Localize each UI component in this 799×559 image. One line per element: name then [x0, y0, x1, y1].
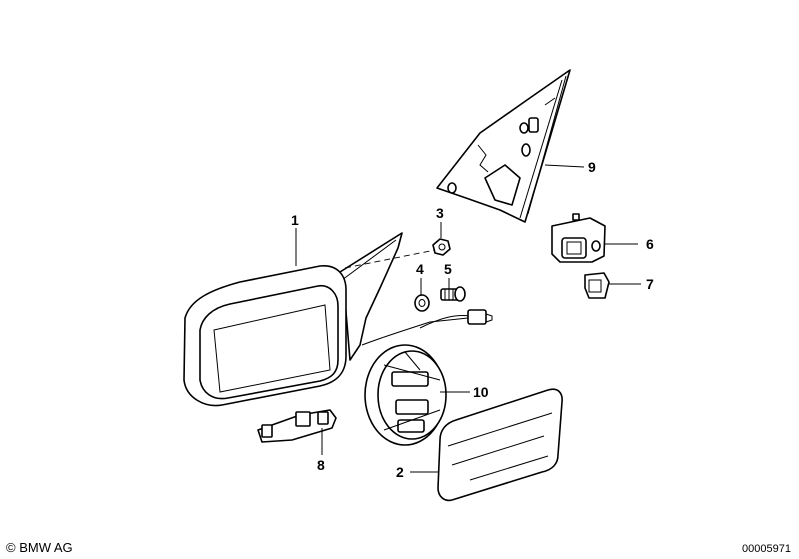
- leader-line-9: [544, 164, 585, 168]
- part-1-mirror-housing: [183, 232, 469, 407]
- part-6-switch: [551, 213, 606, 263]
- part-2-mirror-glass: [437, 388, 563, 502]
- callout-2: 2: [396, 464, 404, 480]
- copyright-label: © BMW AG: [6, 540, 73, 555]
- cable-connector: [419, 309, 493, 329]
- part-5-screw: [440, 286, 466, 302]
- callout-4: 4: [416, 261, 424, 277]
- callout-7: 7: [646, 276, 654, 292]
- part-8-holder-clip: [257, 409, 337, 443]
- callout-1: 1: [291, 212, 299, 228]
- drawing-number: 00005971: [742, 543, 791, 555]
- callout-3: 3: [436, 205, 444, 221]
- part-10-mirror-drive: [364, 344, 447, 446]
- part-7-switch-cap: [584, 272, 610, 299]
- part-4-washer: [414, 294, 430, 312]
- callout-9: 9: [588, 159, 596, 175]
- part-9-mounting-cover: [436, 69, 571, 223]
- callout-8: 8: [317, 457, 325, 473]
- callout-5: 5: [444, 261, 452, 277]
- part-3-nut: [432, 238, 451, 256]
- callout-10: 10: [473, 384, 489, 400]
- callout-6: 6: [646, 236, 654, 252]
